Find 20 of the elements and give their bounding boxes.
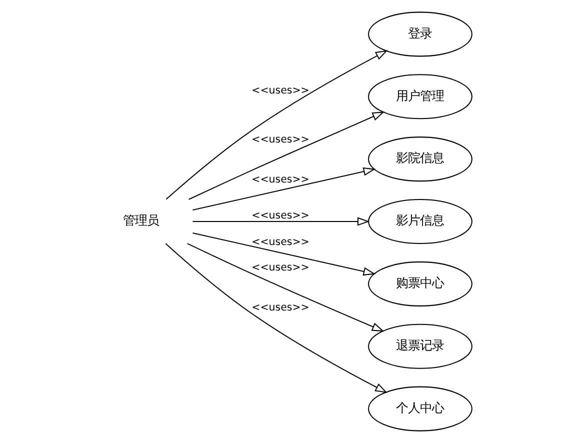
edge-label: <<uses>> [252,262,310,274]
node-ellipse: 登录 [368,12,472,57]
arrow [187,243,384,332]
node-ellipse: 购票中心 [368,261,472,306]
edge-label: <<uses>> [252,134,310,146]
node-text: 管理员 [122,214,159,228]
arrow [192,217,370,226]
arrow [165,243,388,393]
edge-label: <<uses>> [252,210,310,222]
edge-label: <<uses>> [252,86,310,97]
arrow [192,232,376,276]
node-ellipse: 影片信息 [368,198,472,244]
node-ellipse: 个人中心 [368,386,472,432]
arrow [192,167,376,211]
edge-label: <<uses>> [252,302,310,314]
arrow [188,112,385,200]
edge-label: <<uses>> [252,237,310,248]
node-ellipse: 影院信息 [368,136,472,182]
arrow [166,50,388,200]
edge-label: <<uses>> [252,174,310,186]
